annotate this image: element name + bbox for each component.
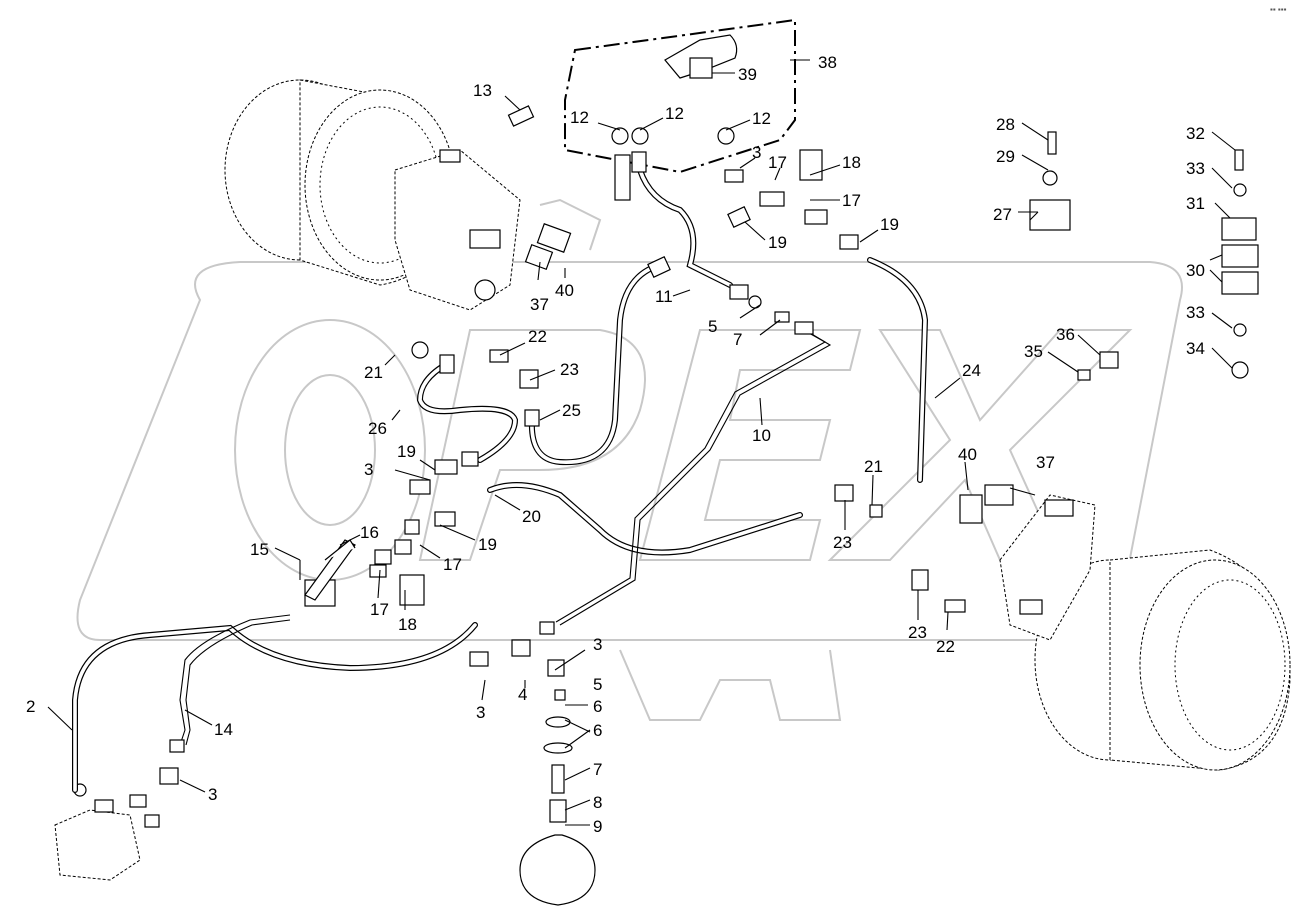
callout-13: 13: [473, 81, 492, 100]
callout-12: 12: [752, 109, 771, 128]
callout-25: 25: [562, 401, 581, 420]
callout-33: 33: [1186, 303, 1205, 322]
callout-26: 26: [368, 419, 387, 438]
callout-17: 17: [370, 600, 389, 619]
callout-23: 23: [908, 623, 927, 642]
callout-20: 20: [522, 507, 541, 526]
callout-38: 38: [818, 53, 837, 72]
callout-3: 3: [364, 460, 373, 479]
callout-3: 3: [752, 143, 761, 162]
callout-40: 40: [555, 281, 574, 300]
callout-34: 34: [1186, 339, 1205, 358]
leader-lines: [47, 59, 1236, 826]
callout-7: 7: [593, 760, 602, 779]
callout-6: 6: [593, 697, 602, 716]
callout-18: 18: [842, 153, 861, 172]
callout-19: 19: [880, 215, 899, 234]
callout-10: 10: [752, 426, 771, 445]
callout-29: 29: [996, 147, 1015, 166]
callout-16: 16: [360, 523, 379, 542]
callout-15: 15: [250, 540, 269, 559]
valve-block: [54, 783, 160, 881]
callout-5: 5: [708, 317, 717, 336]
callout-5: 5: [593, 675, 602, 694]
callout-3: 3: [593, 635, 602, 654]
callout-11: 11: [655, 287, 673, 306]
callout-labels: 2 3 3 3 3 3 4 5 5 6 6 7 7 8 9 10 11 12 1…: [26, 53, 1205, 836]
callout-37: 37: [530, 295, 549, 314]
callout-35: 35: [1024, 342, 1043, 361]
fittings: [159, 34, 1259, 906]
callout-36: 36: [1056, 325, 1075, 344]
callout-12: 12: [570, 108, 589, 127]
callout-17: 17: [842, 191, 861, 210]
callout-19: 19: [397, 442, 416, 461]
callout-9: 9: [593, 817, 602, 836]
callout-31: 31: [1186, 194, 1205, 213]
callout-3: 3: [208, 785, 217, 804]
hoses: [72, 167, 929, 793]
corner-mark: ▪▪ ▪▪▪: [1270, 5, 1287, 14]
callout-6: 6: [593, 721, 602, 740]
callout-17: 17: [768, 153, 787, 172]
callout-8: 8: [593, 793, 602, 812]
callout-23: 23: [560, 360, 579, 379]
callout-40: 40: [958, 445, 977, 464]
callout-27: 27: [993, 205, 1012, 224]
callout-21: 21: [864, 457, 883, 476]
callout-32: 32: [1186, 124, 1205, 143]
callout-33: 33: [1186, 159, 1205, 178]
travel-motor-right: [999, 494, 1291, 771]
callout-2: 2: [26, 697, 35, 716]
callout-19: 19: [478, 535, 497, 554]
assembly-frame: [564, 18, 796, 174]
callout-14: 14: [214, 720, 233, 739]
callout-17: 17: [443, 555, 462, 574]
callout-28: 28: [996, 115, 1015, 134]
callout-30: 30: [1186, 261, 1205, 280]
callout-37: 37: [1036, 453, 1055, 472]
callout-24: 24: [962, 361, 981, 380]
callout-18: 18: [398, 615, 417, 634]
callout-23: 23: [833, 533, 852, 552]
callout-3: 3: [476, 703, 485, 722]
callout-21: 21: [364, 363, 383, 382]
callout-22: 22: [936, 637, 955, 656]
callout-22: 22: [528, 327, 547, 346]
callout-39: 39: [738, 65, 757, 84]
callout-4: 4: [518, 685, 527, 704]
callout-19: 19: [768, 233, 787, 252]
travel-motor-left: [224, 79, 521, 311]
callout-7: 7: [733, 330, 742, 349]
callout-12: 12: [665, 104, 684, 123]
tubes: [179, 327, 832, 746]
